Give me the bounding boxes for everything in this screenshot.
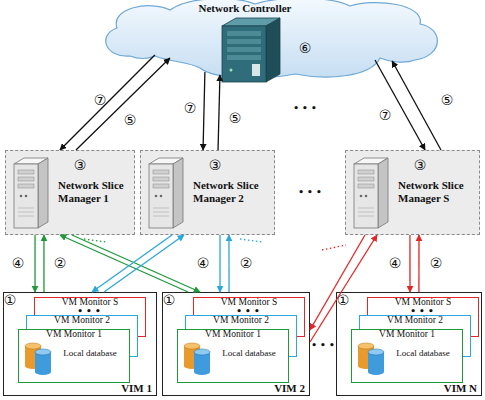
connector-arrow bbox=[43, 235, 44, 292]
server-icon bbox=[14, 158, 48, 228]
node-note: Local database bbox=[390, 348, 456, 358]
dotted-link bbox=[322, 245, 346, 250]
database-icon bbox=[358, 343, 384, 375]
connector-arrow bbox=[203, 72, 205, 150]
connector-arrow bbox=[375, 60, 425, 150]
ellipsis-mark: • • • bbox=[293, 103, 317, 113]
callout-number: ③ bbox=[414, 158, 427, 173]
database-icon bbox=[25, 343, 51, 375]
callout-number: ④ bbox=[389, 256, 402, 271]
connector-arrow bbox=[219, 235, 220, 292]
callout-number: ① bbox=[163, 293, 176, 308]
node-title: VM Monitor 1 bbox=[19, 329, 129, 340]
ellipsis-mark: • • • bbox=[77, 306, 101, 316]
node-title: VIM N bbox=[444, 382, 477, 394]
callout-number: ⑥ bbox=[299, 41, 312, 56]
connector-arrow bbox=[60, 55, 155, 150]
connector-arrow bbox=[418, 235, 419, 292]
callout-number: ⑦ bbox=[94, 93, 107, 108]
node-title: VM Monitor 2 bbox=[186, 315, 296, 326]
connector-arrow bbox=[392, 61, 441, 150]
slice-manager-box: Network Slice Manager S bbox=[345, 150, 480, 235]
connector-arrow bbox=[76, 58, 170, 150]
callout-number: ⑤ bbox=[441, 93, 454, 108]
server-icon bbox=[354, 158, 388, 228]
vim-box: VIM 2VM Monitor SVM Monitor 2VM Monitor … bbox=[162, 292, 310, 396]
connector-arrow bbox=[310, 235, 365, 330]
cloud-controller: Network Controller bbox=[95, 0, 445, 80]
ellipsis-mark: • • • bbox=[410, 306, 434, 316]
callout-number: ① bbox=[4, 293, 17, 308]
connector-arrow bbox=[72, 235, 200, 292]
connector-arrow bbox=[60, 235, 188, 292]
controller-server-icon bbox=[222, 18, 280, 82]
node-title: VM Monitor 1 bbox=[352, 329, 462, 340]
node-title: VM Monitor 2 bbox=[27, 315, 137, 326]
callout-number: ② bbox=[430, 256, 443, 271]
connector-arrow bbox=[92, 235, 172, 292]
connector-arrow bbox=[104, 235, 184, 292]
callout-number: ⑤ bbox=[124, 113, 137, 128]
ellipsis-mark: • • • bbox=[298, 187, 322, 197]
node-title: Network Controller bbox=[175, 2, 315, 15]
node-note: Local database bbox=[57, 348, 123, 358]
node-title: Network Slice Manager 1 bbox=[58, 179, 134, 205]
node-title: VM Monitor 1 bbox=[178, 329, 288, 340]
slice-manager-box: Network Slice Manager 1 bbox=[5, 150, 135, 235]
slice-manager-box: Network Slice Manager 2 bbox=[140, 150, 275, 235]
callout-number: ③ bbox=[74, 158, 87, 173]
vm-monitor-box: VM Monitor 1 Local database bbox=[177, 329, 289, 383]
node-note: Local database bbox=[216, 348, 282, 358]
server-icon bbox=[149, 158, 183, 228]
ellipsis-mark: • • • bbox=[236, 306, 260, 316]
callout-number: ⑤ bbox=[229, 111, 242, 126]
vim-box: VIM NVM Monitor SVM Monitor 2VM Monitor … bbox=[336, 292, 482, 396]
dotted-link bbox=[240, 239, 262, 242]
vm-monitor-box: VM Monitor 1 Local database bbox=[351, 329, 463, 383]
vm-monitor-box: VM Monitor 1 Local database bbox=[18, 329, 130, 383]
node-title: VIM 1 bbox=[121, 382, 152, 394]
connector-arrow bbox=[409, 235, 410, 292]
dotted-link bbox=[84, 239, 106, 242]
connector-arrow bbox=[34, 235, 35, 292]
node-title: VM Monitor 2 bbox=[360, 315, 470, 326]
callout-number: ⑦ bbox=[379, 108, 392, 123]
node-title: Network Slice Manager 2 bbox=[193, 179, 269, 205]
node-title: VIM 2 bbox=[274, 382, 305, 394]
callout-number: ③ bbox=[209, 158, 222, 173]
callout-number: ④ bbox=[197, 256, 210, 271]
connector-arrow bbox=[218, 75, 220, 150]
callout-number: ④ bbox=[12, 256, 25, 271]
connector-arrow bbox=[310, 235, 377, 342]
ellipsis-mark: • • • bbox=[311, 340, 335, 350]
callout-number: ② bbox=[240, 256, 253, 271]
callout-number: ① bbox=[337, 293, 350, 308]
callout-number: ② bbox=[54, 256, 67, 271]
database-icon bbox=[184, 343, 210, 375]
node-title: Network Slice Manager S bbox=[398, 179, 474, 205]
callout-number: ⑦ bbox=[184, 101, 197, 116]
connector-arrow bbox=[228, 235, 229, 292]
